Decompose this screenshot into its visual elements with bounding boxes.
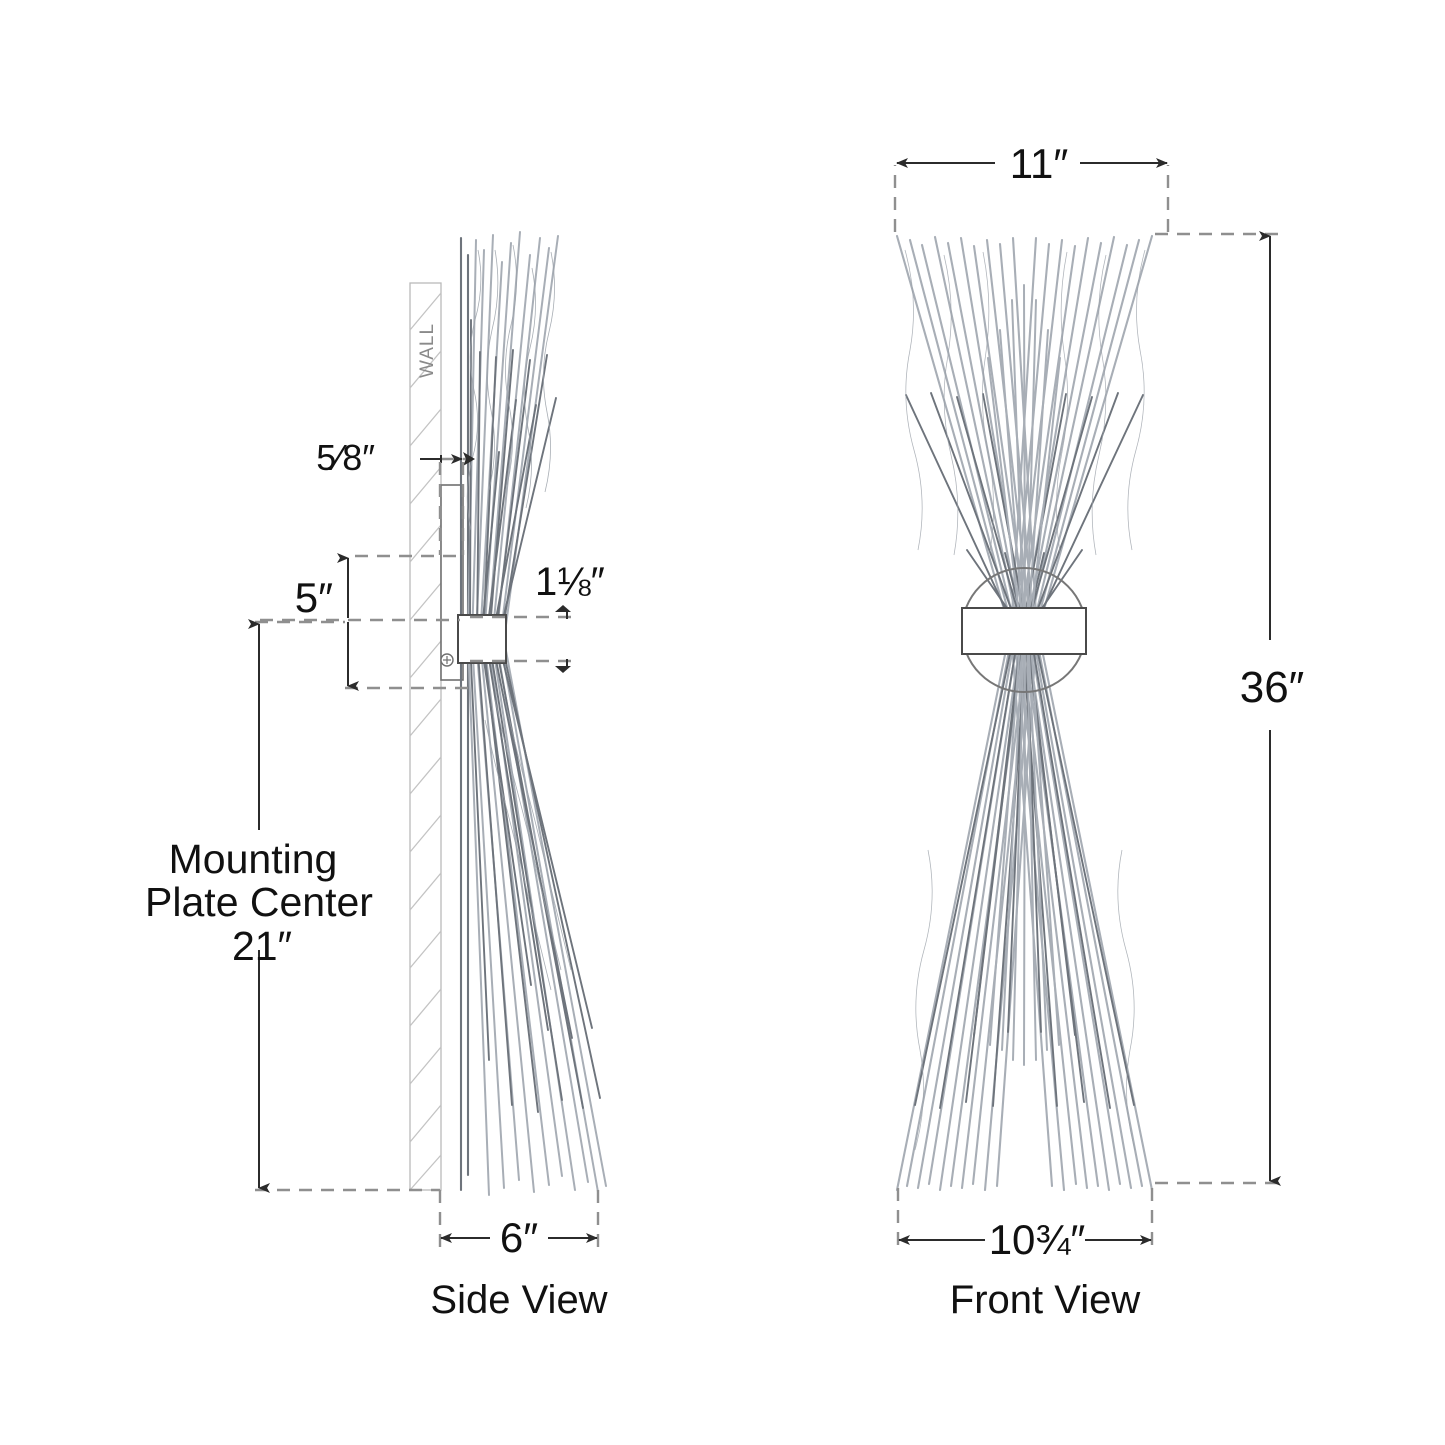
dim-wall-offset-ext bbox=[438, 462, 465, 555]
wall-label: WALL bbox=[417, 323, 438, 378]
dim-front-top-width: 11″ bbox=[893, 140, 1170, 232]
side-view-rod-bundle bbox=[459, 231, 607, 1196]
front-mounting-ring bbox=[961, 567, 1087, 693]
dim-mounting-plate-center: Mounting Plate Center 21″ bbox=[145, 619, 440, 1193]
dim-front-height-label: 36″ bbox=[1240, 663, 1305, 712]
dim-side-depth-label: 6″ bbox=[500, 1214, 538, 1261]
side-view-label: Side View bbox=[430, 1278, 607, 1322]
dim-front-top-width-label: 11″ bbox=[1010, 140, 1069, 187]
dim-five-inch: 5″ bbox=[260, 553, 470, 691]
mounting-plate-center-line2: Plate Center bbox=[145, 879, 373, 925]
dim-side-depth: 6″ bbox=[438, 1190, 600, 1261]
side-mounting-plate bbox=[457, 614, 507, 664]
dim-plate-thickness: 1⅛″ bbox=[470, 560, 605, 673]
dim-plate-thickness-label: 1⅛″ bbox=[535, 560, 605, 604]
front-view-rod-bundle bbox=[895, 234, 1154, 1192]
mounting-plate-center-value: 21″ bbox=[232, 923, 292, 969]
front-view-label: Front View bbox=[950, 1278, 1141, 1322]
dim-front-height: 36″ bbox=[1155, 231, 1305, 1186]
dim-front-bottom-width-label: 10¾″ bbox=[989, 1216, 1086, 1263]
dim-front-bottom-width: 10¾″ bbox=[896, 1188, 1154, 1263]
dim-wall-offset-label: 5⁄8″ bbox=[316, 437, 375, 478]
mounting-plate-center-line1: Mounting bbox=[169, 836, 338, 882]
dim-wall-offset: 5⁄8″ bbox=[316, 437, 475, 478]
dim-five-inch-label: 5″ bbox=[295, 574, 333, 621]
wall-block bbox=[409, 282, 442, 1191]
